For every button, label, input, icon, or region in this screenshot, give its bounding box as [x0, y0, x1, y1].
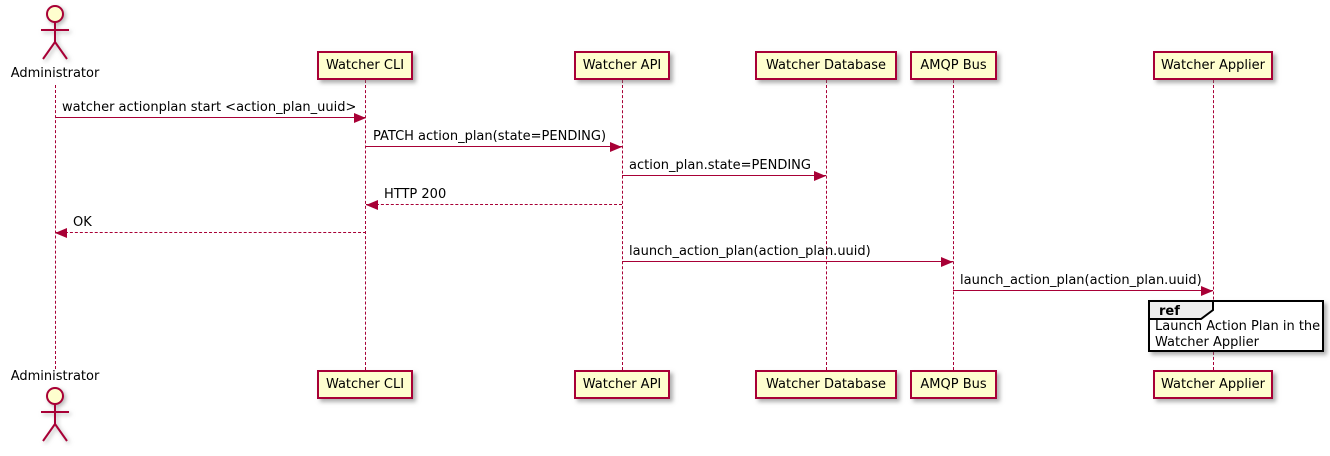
participant-watcher-database-top: Watcher Database — [755, 51, 897, 80]
message-launch-action-plan-api-amqp: launch_action_plan(action_plan.uuid) — [622, 244, 953, 267]
arrowhead-right-icon — [941, 257, 953, 267]
message-label: action_plan.state=PENDING — [629, 158, 811, 173]
arrowhead-right-icon — [1201, 286, 1213, 296]
ref-text-line1: Launch Action Plan in the — [1155, 319, 1321, 334]
message-label: HTTP 200 — [384, 187, 447, 202]
arrowhead-left-icon — [366, 200, 378, 210]
participant-watcher-cli-bottom: Watcher CLI — [317, 370, 413, 399]
message-label: OK — [73, 215, 92, 230]
ref-fragment: ref Launch Action Plan in the Watcher Ap… — [1148, 300, 1324, 352]
lifeline-amqp-bus — [953, 80, 954, 370]
participant-amqp-bus-top: AMQP Bus — [910, 51, 997, 80]
actor-icon — [41, 5, 69, 60]
message-patch-action-plan: PATCH action_plan(state=PENDING) — [366, 129, 622, 152]
participant-amqp-bus-bottom: AMQP Bus — [910, 370, 997, 399]
actor-label-bottom: Administrator — [10, 369, 100, 384]
message-label: PATCH action_plan(state=PENDING) — [373, 129, 607, 144]
message-line — [622, 261, 953, 262]
message-state-pending: action_plan.state=PENDING — [622, 158, 826, 181]
message-line — [55, 117, 366, 118]
message-ok: OK — [55, 215, 366, 238]
message-actionplan-start: watcher actionplan start <action_plan_uu… — [55, 100, 366, 123]
arrowhead-right-icon — [814, 171, 826, 181]
lifeline-watcher-database — [826, 80, 827, 370]
ref-keyword: ref — [1159, 304, 1180, 319]
arrowhead-right-icon — [354, 113, 366, 123]
actor-icon — [41, 387, 69, 442]
lifeline-watcher-cli — [365, 80, 366, 370]
ref-text: Launch Action Plan in the Watcher Applie… — [1150, 302, 1322, 351]
participant-watcher-cli-top: Watcher CLI — [317, 51, 413, 80]
message-label: watcher actionplan start <action_plan_uu… — [62, 100, 357, 115]
lifeline-watcher-applier — [1213, 80, 1214, 370]
message-line — [366, 204, 622, 205]
arrowhead-left-icon — [55, 228, 67, 238]
message-line — [366, 146, 622, 147]
message-http-200: HTTP 200 — [366, 187, 622, 210]
lifeline-administrator — [55, 85, 56, 369]
lifeline-watcher-api — [622, 80, 623, 370]
participant-watcher-api-bottom: Watcher API — [574, 370, 670, 399]
participant-watcher-api-top: Watcher API — [574, 51, 670, 80]
participant-watcher-applier-bottom: Watcher Applier — [1153, 370, 1273, 399]
ref-text-line2: Watcher Applier — [1155, 335, 1259, 350]
message-label: launch_action_plan(action_plan.uuid) — [629, 244, 871, 259]
participant-watcher-applier-top: Watcher Applier — [1153, 51, 1273, 80]
actor-label-top: Administrator — [10, 66, 100, 81]
message-line — [55, 232, 366, 233]
message-line — [953, 290, 1213, 291]
message-label: launch_action_plan(action_plan.uuid) — [960, 273, 1202, 288]
message-launch-action-plan-amqp-applier: launch_action_plan(action_plan.uuid) — [953, 273, 1213, 296]
ref-tab: ref — [1148, 300, 1214, 320]
arrowhead-right-icon — [610, 142, 622, 152]
message-line — [622, 175, 826, 176]
participant-watcher-database-bottom: Watcher Database — [755, 370, 897, 399]
